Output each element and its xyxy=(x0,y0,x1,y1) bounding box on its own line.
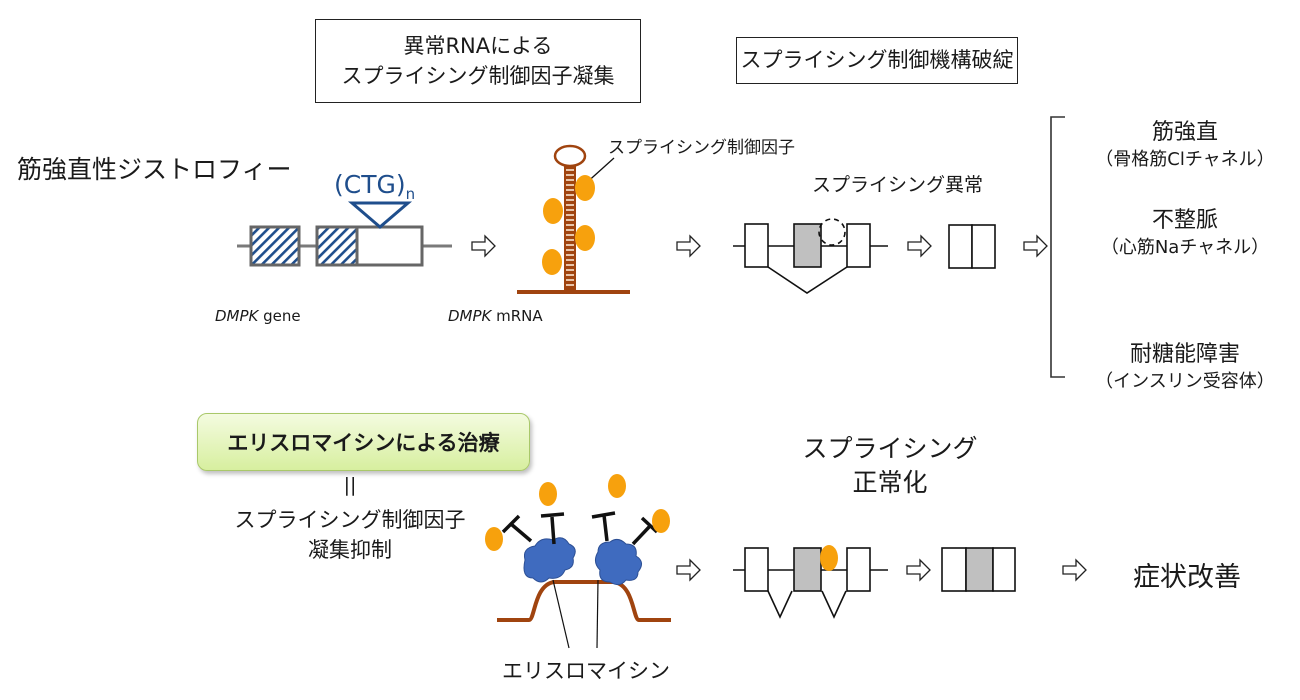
arrow-icon xyxy=(1023,234,1048,258)
arrow-icon xyxy=(676,234,701,258)
equals-sign: || xyxy=(343,474,357,496)
symptom-cause: （インスリン受容体） xyxy=(1095,371,1275,392)
arrow-icon xyxy=(906,558,931,582)
abnormal-splicing-label: スプライシング異常 xyxy=(812,174,984,196)
aggregation-box-line1: 異常RNAによる xyxy=(403,34,553,58)
splicing-factor xyxy=(608,474,626,498)
splicing-factor xyxy=(539,482,557,506)
aggregation-box: 異常RNAによる スプライシング制御因子凝集 xyxy=(315,19,641,103)
mechanism-failure-box: スプライシング制御機構破綻 xyxy=(736,37,1018,84)
ctg-insertion-triangle xyxy=(347,201,413,229)
exon-hatched-1 xyxy=(249,225,301,267)
normalization-label: スプライシング 正常化 xyxy=(780,432,1000,500)
erythromycin-molecule xyxy=(594,538,642,586)
arrow-icon xyxy=(907,234,932,258)
treatment-box: エリスロマイシンによる治療 xyxy=(197,413,530,471)
symptom-arrhythmia: 不整脈 （心筋Naチャネル） xyxy=(1070,206,1300,260)
splicing-factor xyxy=(575,225,595,251)
treatment-effect: スプライシング制御因子 凝集抑制 xyxy=(200,505,500,565)
exon-hatched-2 xyxy=(315,225,359,267)
disease-title: 筋強直性ジストロフィー xyxy=(17,155,292,184)
symptom-bracket xyxy=(1050,116,1065,378)
dmpk-mrna-italic: DMPK xyxy=(448,307,492,325)
missing-factor-dashed xyxy=(818,218,846,246)
erythromycin-molecule xyxy=(523,537,576,583)
alt-exon xyxy=(793,547,822,592)
ctg-repeat-label: (CTG)n xyxy=(334,170,415,203)
dmpk-gene-italic: DMPK xyxy=(215,307,259,325)
ctg-repeat-subscript: n xyxy=(405,185,416,203)
arrow-icon xyxy=(676,558,701,582)
mrna-hairpin xyxy=(517,144,630,294)
flow-arrows xyxy=(471,234,1087,582)
normal-splicing-diagram xyxy=(733,545,1016,619)
dmpk-gene-rest: gene xyxy=(258,307,301,325)
symptom-cause: （心筋Naチャネル） xyxy=(1100,237,1270,258)
dmpk-gene-diagram xyxy=(237,201,452,267)
dmpk-mrna-rest: mRNA xyxy=(491,307,543,325)
splicing-factor xyxy=(820,545,838,571)
symptom-cause: （骨格筋Clチャネル） xyxy=(1095,149,1275,170)
outcome-label: 症状改善 xyxy=(1133,562,1241,593)
alt-exon xyxy=(793,223,822,268)
symptom-name: 不整脈 xyxy=(1151,208,1218,233)
aggregation-box-line2: スプライシング制御因子凝集 xyxy=(341,64,615,88)
hairpin-loop xyxy=(553,144,587,168)
splicing-factor xyxy=(543,198,563,224)
abnormal-splicing-diagram xyxy=(733,218,996,294)
arrow-icon xyxy=(471,234,496,258)
normalization-line2: 正常化 xyxy=(852,468,928,497)
symptom-glucose-intolerance: 耐糖能障害 （インスリン受容体） xyxy=(1070,340,1300,394)
splicing-factor xyxy=(575,175,595,201)
splicing-factor xyxy=(542,249,562,275)
splicing-factor xyxy=(485,527,503,551)
treatment-effect-line1: スプライシング制御因子 xyxy=(234,508,466,532)
symptom-name: 耐糖能障害 xyxy=(1129,342,1240,367)
splicing-factor-label: スプライシング制御因子 xyxy=(608,138,795,158)
exon-utr xyxy=(355,225,424,267)
dmpk-mrna-label: DMPK mRNA xyxy=(448,307,543,325)
treatment-effect-line2: 凝集抑制 xyxy=(308,538,392,562)
symptom-name: 筋強直 xyxy=(1151,120,1218,145)
splicing-factor xyxy=(652,509,670,533)
ctg-repeat-text: (CTG) xyxy=(334,170,406,199)
dmpk-gene-label: DMPK gene xyxy=(215,307,301,325)
normalization-line1: スプライシング xyxy=(802,434,978,463)
arrow-icon xyxy=(1062,558,1087,582)
erythromycin-label: エリスロマイシン xyxy=(502,659,670,683)
symptom-myotonia: 筋強直 （骨格筋Clチャネル） xyxy=(1070,118,1300,172)
erythromycin-binding-diagram xyxy=(485,474,671,649)
